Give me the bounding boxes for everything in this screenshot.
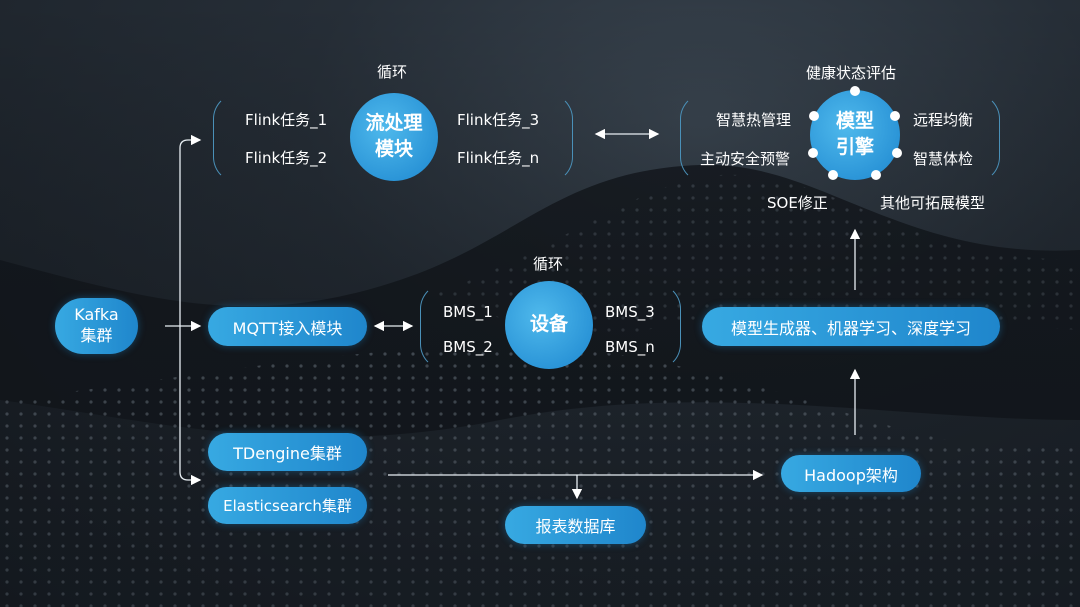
model-center-sub: 引擎 — [835, 136, 874, 158]
report-db-node[interactable]: 报表数据库 — [505, 506, 646, 544]
hadoop-node[interactable]: Hadoop架构 — [781, 455, 921, 492]
tdengine-node[interactable]: TDengine集群 — [208, 433, 367, 471]
remote-balancing-label: 远程均衡 — [913, 111, 974, 129]
stream-loop-label: 循环 — [377, 63, 408, 81]
health-assessment-label: 健康状态评估 — [806, 64, 897, 82]
bms-1: BMS_1 — [443, 303, 493, 321]
engine-dot — [809, 111, 819, 121]
stream-center-label: 流处理 — [365, 112, 423, 135]
bms-2: BMS_2 — [443, 338, 493, 356]
safety-warning-label: 主动安全预警 — [700, 150, 791, 168]
model-center-label: 模型 — [835, 110, 874, 133]
elasticsearch-node[interactable]: Elasticsearch集群 — [208, 487, 367, 524]
engine-dot — [828, 170, 838, 180]
model-engine-circle[interactable]: 模型引擎 — [810, 90, 900, 180]
engine-dot — [892, 148, 902, 158]
mqtt-module-node[interactable]: MQTT接入模块 — [208, 307, 367, 346]
flink-task-2: Flink任务_2 — [245, 149, 328, 167]
model-engine-group — [680, 93, 1000, 183]
engine-dot — [808, 148, 818, 158]
bms-n: BMS_n — [605, 338, 655, 356]
stream-center-sub: 模块 — [374, 138, 413, 160]
model-generator-node[interactable]: 模型生成器、机器学习、深度学习 — [702, 307, 1000, 346]
smart-checkup-label: 智慧体检 — [913, 150, 974, 168]
device-circle[interactable]: 设备 — [505, 281, 593, 369]
kafka-label: Kafka — [74, 305, 119, 325]
flink-task-1: Flink任务_1 — [245, 111, 328, 129]
soe-correction-label: SOE修正 — [767, 194, 828, 212]
device-loop-label: 循环 — [533, 255, 564, 273]
extensible-models-label: 其他可拓展模型 — [880, 194, 986, 212]
thermal-management-label: 智慧热管理 — [716, 111, 792, 129]
bms-3: BMS_3 — [605, 303, 655, 321]
engine-dot — [871, 170, 881, 180]
stream-module-circle[interactable]: 流处理模块 — [350, 93, 438, 181]
kafka-sub-label: 集群 — [80, 326, 113, 345]
flink-task-3: Flink任务_3 — [457, 111, 540, 129]
engine-dot — [850, 86, 860, 96]
device-group — [420, 283, 681, 370]
stream-module-group — [213, 93, 573, 183]
engine-dot — [890, 111, 900, 121]
flink-task-n: Flink任务_n — [457, 149, 540, 167]
